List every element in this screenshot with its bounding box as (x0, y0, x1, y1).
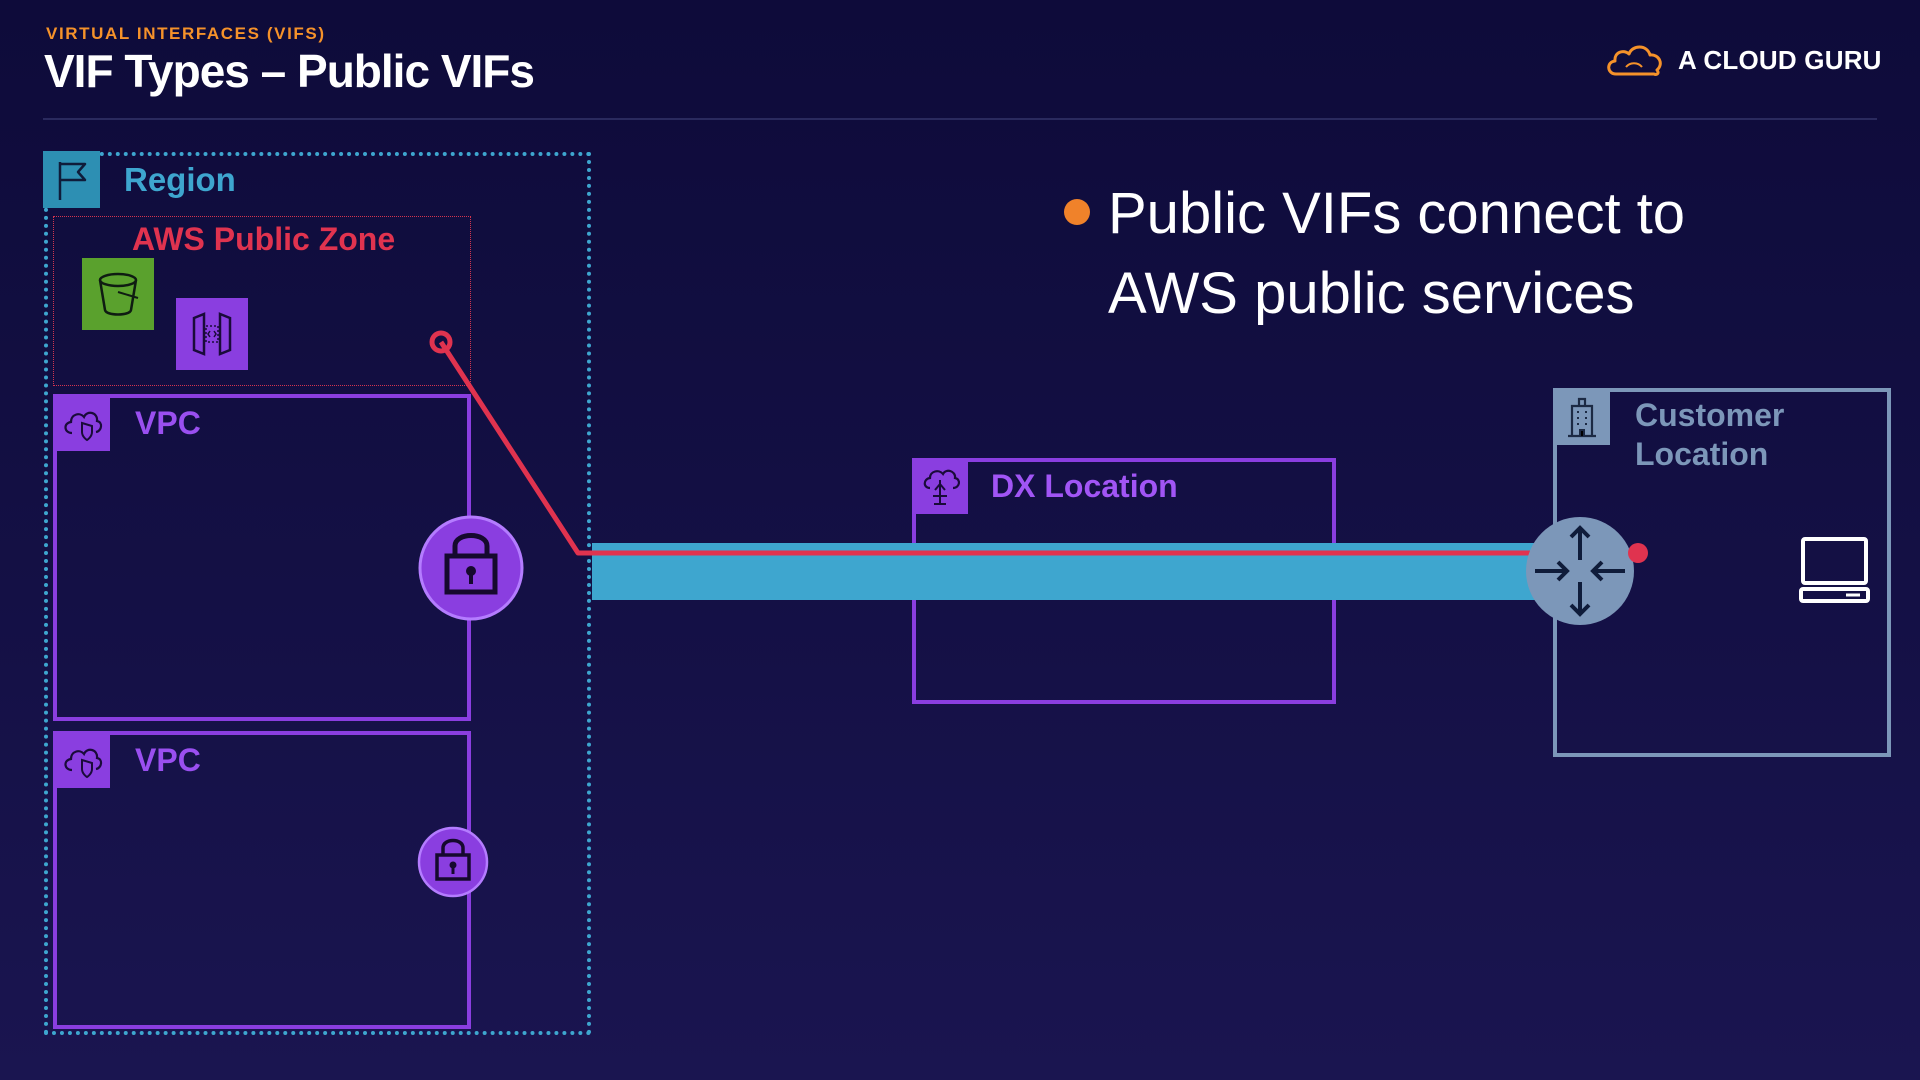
slide-title: VIF Types – Public VIFs (44, 45, 535, 97)
bullet-dot (1064, 199, 1090, 225)
cloud-logo-icon (1607, 45, 1662, 76)
dx-location-icon (923, 469, 960, 505)
s3-bucket-icon (98, 272, 139, 316)
dx-location-label: DX Location (991, 468, 1178, 504)
vpc-label-1: VPC (135, 405, 201, 441)
router-icon (1526, 517, 1634, 625)
region-label: Region (124, 161, 236, 198)
laptop-icon (1799, 537, 1870, 603)
vpn-gateway-lock-icon (417, 826, 489, 898)
vif-endpoint-public-zone (429, 330, 453, 354)
api-gateway-icon (192, 312, 232, 356)
bullet-text: Public VIFs connect to AWS public servic… (1108, 181, 1686, 326)
vpc-badge-2 (53, 731, 110, 788)
brand-logo: A CLOUD GURU (1604, 38, 1882, 82)
building-icon (1567, 397, 1596, 437)
customer-location-label: Customer Location (1635, 397, 1785, 472)
vpc-label-2: VPC (135, 742, 201, 778)
vpc-cloud-shield-icon (63, 748, 102, 778)
public-zone-label: AWS Public Zone (132, 221, 396, 257)
vpc-badge-1 (53, 394, 110, 451)
flag-icon (58, 161, 86, 200)
dx-location-badge (912, 458, 968, 514)
s3-service-tile (82, 258, 154, 330)
api-gateway-service-tile (176, 298, 248, 370)
vif-endpoint-customer (1628, 543, 1648, 563)
public-vif-path (438, 340, 1638, 556)
brand-name: A CLOUD GURU (1678, 44, 1882, 75)
region-badge (43, 151, 100, 208)
vpn-gateway-lock-icon (418, 515, 524, 621)
region-boundary (44, 152, 591, 1035)
aws-public-zone (53, 216, 471, 386)
vpc-cloud-shield-icon (63, 411, 102, 441)
section-eyebrow: VIRTUAL INTERFACES (VIFS) (46, 24, 326, 43)
header-divider (43, 118, 1877, 120)
customer-location-badge (1553, 388, 1610, 445)
